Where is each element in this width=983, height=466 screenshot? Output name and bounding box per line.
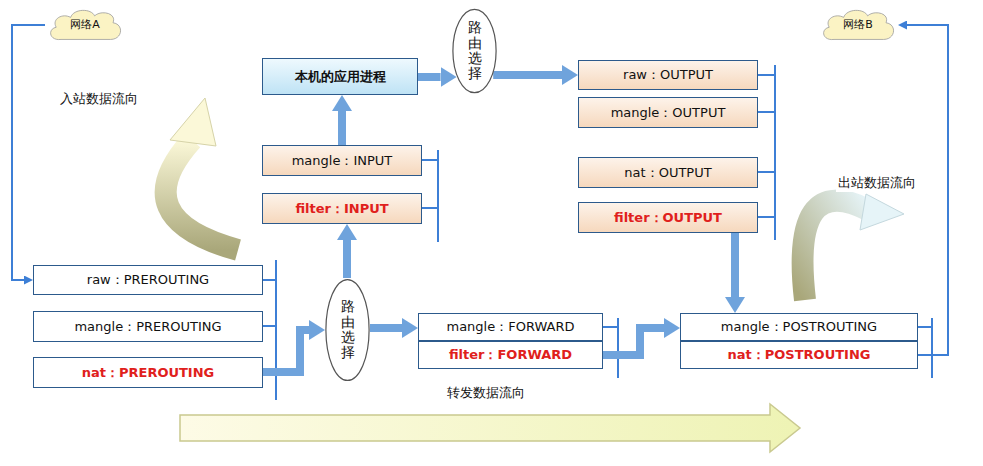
node-text: mangle：FORWARD: [446, 319, 574, 335]
node-text: filter：FORWARD: [449, 347, 572, 363]
chain-box: nat：OUTPUT: [578, 157, 758, 188]
chain-bracket: [263, 65, 932, 400]
chain-box: mangle：POSTROUTING: [680, 313, 918, 341]
node-text: mangle：PREROUTING: [74, 319, 221, 335]
flow-arrow: [418, 73, 441, 81]
node-text: mangle：POSTROUTING: [721, 319, 877, 335]
node-text: mangle：INPUT: [292, 153, 393, 169]
forward-flow-arrow: [180, 404, 800, 452]
flow-label: 转发数据流向: [445, 384, 527, 402]
chain-box: filter：FORWARD: [418, 341, 603, 369]
node-text: mangle：OUTPUT: [611, 105, 726, 121]
node-text: 本机的应用进程: [295, 69, 386, 85]
flow-arrow: [338, 111, 346, 145]
chain-box: nat：POSTROUTING: [680, 341, 918, 369]
flow-arrow: [263, 330, 309, 372]
flow-arrow: [731, 233, 739, 297]
node-text: filter：INPUT: [295, 201, 388, 217]
flow-label: 入站数据流向: [58, 90, 140, 108]
flow-arrow: [603, 328, 664, 355]
chain-box: mangle：OUTPUT: [578, 97, 758, 128]
node-text: 路由选择: [468, 20, 482, 82]
inbound-flow-arrow: [166, 140, 238, 250]
node-text: nat：POSTROUTING: [728, 347, 871, 363]
routing-oval: 路由选择: [325, 278, 370, 382]
chain-box: mangle：INPUT: [262, 145, 422, 176]
flow-label: 出站数据流向: [836, 174, 918, 192]
node-text: raw：OUTPUT: [623, 67, 713, 83]
chain-box: mangle：FORWARD: [418, 313, 603, 341]
routing-oval: 路由选择: [452, 8, 497, 94]
node-text: raw：PREROUTING: [87, 272, 209, 288]
node-text: 路由选择: [341, 299, 355, 361]
network-cloud: 网络A: [45, 6, 125, 44]
node-text: nat：PREROUTING: [82, 365, 215, 381]
network-cloud: 网络B: [818, 6, 898, 44]
network-line: [12, 25, 45, 280]
chain-box: mangle：PREROUTING: [33, 311, 263, 342]
flow-arrow: [343, 240, 351, 278]
chain-box: filter：INPUT: [262, 193, 422, 224]
node-text: nat：OUTPUT: [624, 165, 711, 181]
chain-box: nat：PREROUTING: [33, 357, 263, 388]
chain-box: filter：OUTPUT: [578, 202, 758, 233]
outbound-flow-arrow: [803, 201, 868, 300]
node-text: 网络A: [70, 18, 100, 31]
chain-box: raw：OUTPUT: [578, 60, 758, 90]
chain-box: raw：PREROUTING: [33, 265, 263, 295]
process-box: 本机的应用进程: [262, 58, 418, 95]
node-text: filter：OUTPUT: [614, 210, 722, 226]
flow-arrow: [493, 71, 562, 79]
inbound-flow-head: [170, 98, 216, 146]
node-text: 网络B: [843, 18, 873, 31]
flow-arrow: [370, 324, 402, 332]
outbound-flow-head: [860, 194, 904, 230]
